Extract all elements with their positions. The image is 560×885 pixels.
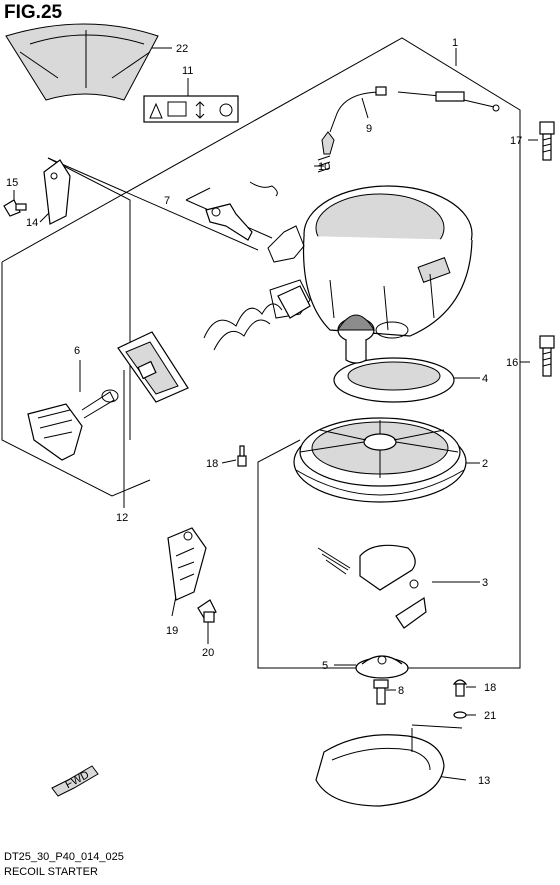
callout-15: 15 — [6, 177, 18, 189]
callout-18a: 18 — [206, 458, 218, 470]
outline-inner-top — [47, 157, 259, 251]
drawing-code: DT25_30_P40_014_025 — [4, 851, 124, 863]
figure-title: FIG.25 — [4, 2, 63, 23]
forward-arrow-icon: FWD — [51, 765, 99, 797]
ratchet-kit-part — [317, 544, 427, 629]
callout-21: 21 — [484, 710, 496, 722]
warning-plate-part — [5, 23, 159, 101]
starter-cable-part — [329, 86, 500, 133]
callout-5: 5 — [322, 660, 328, 672]
fwd-label: FWD — [63, 769, 91, 791]
callout-19: 19 — [166, 625, 178, 637]
bolt-part-17 — [539, 121, 555, 161]
bolt-part-16 — [539, 335, 555, 377]
warning-label-part — [143, 95, 239, 123]
starter-handle-part — [27, 389, 119, 461]
return-spring-part — [203, 285, 311, 351]
drum-spring-part — [333, 314, 455, 403]
callout-16: 16 — [506, 357, 518, 369]
leader-18a — [221, 459, 237, 464]
callout-14: 14 — [26, 217, 38, 229]
assembly-outline-lower — [1, 262, 151, 497]
callout-8: 8 — [398, 685, 404, 697]
reel-pulley-part — [293, 417, 467, 503]
guide-part-19 — [167, 527, 207, 601]
callout-2: 2 — [482, 458, 488, 470]
callout-20: 20 — [202, 647, 214, 659]
rope-guide-part-14 — [43, 159, 71, 225]
stopper-lever-part — [205, 181, 278, 241]
bolt-part-18a — [237, 445, 247, 467]
callout-7: 7 — [164, 195, 170, 207]
bolt-part-20 — [197, 599, 217, 623]
leader-9 — [361, 97, 369, 119]
callout-17: 17 — [510, 135, 522, 147]
callout-18b: 18 — [484, 682, 496, 694]
callout-10: 10 — [318, 161, 330, 173]
drawing-name: RECOIL STARTER — [4, 866, 98, 878]
callout-22: 22 — [176, 43, 188, 55]
washer-part-21 — [453, 711, 467, 719]
assembly-outline-upper — [1, 37, 521, 370]
callout-13: 13 — [478, 775, 490, 787]
cover-plate-part — [355, 655, 409, 679]
handle-seal-part — [117, 331, 189, 403]
callout-4: 4 — [482, 373, 488, 385]
bolt-part-15 — [3, 199, 27, 217]
callout-6: 6 — [74, 345, 80, 357]
bolt-part-18b — [452, 679, 468, 697]
plate-part-13 — [315, 728, 445, 807]
callout-1: 1 — [452, 37, 458, 49]
spring-part-10 — [317, 131, 335, 173]
leader-7b — [185, 187, 211, 201]
callout-12: 12 — [116, 512, 128, 524]
callout-11: 11 — [182, 65, 193, 77]
bolt-part-8 — [373, 679, 389, 705]
callout-3: 3 — [482, 577, 488, 589]
starter-case-part — [267, 185, 473, 339]
assembly-outline-right — [257, 370, 521, 669]
callout-9: 9 — [366, 123, 372, 135]
leader-dash-13 — [411, 724, 463, 729]
